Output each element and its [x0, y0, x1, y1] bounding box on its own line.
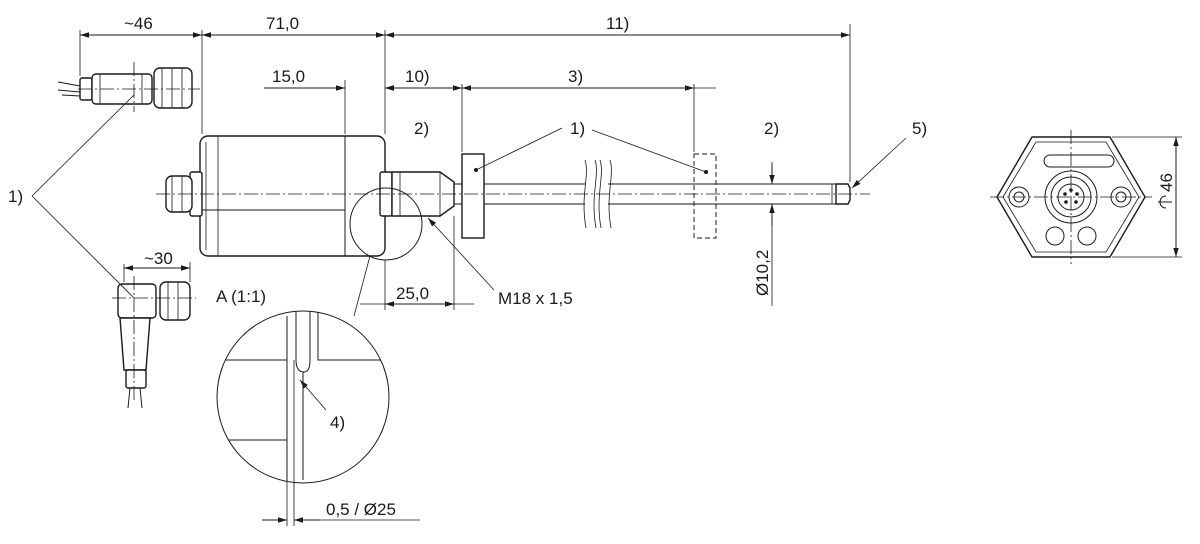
detail-a-view: 4): [216, 310, 390, 484]
dim-measuring-range: 3): [568, 67, 583, 86]
sensor-housing: [165, 135, 393, 257]
dim-across-flats: 46: [1157, 173, 1176, 192]
detail-a-marker: [349, 187, 423, 261]
callout-connectors: 1): [8, 187, 23, 206]
dim-detail-gap: 0,5 / Ø25: [326, 500, 396, 519]
position-magnet-end: [693, 153, 717, 239]
dim-thread-length: 25,0: [396, 284, 429, 303]
callout-rod-end: 5): [912, 119, 927, 138]
straight-connector: [57, 62, 200, 112]
callout-magnet: 1): [570, 119, 585, 138]
dim-rod-diameter: Ø10,2: [753, 250, 772, 296]
dim-angled-connector: ~30: [144, 249, 173, 268]
callout-zone-b: 2): [764, 119, 779, 138]
detail-a-title: A (1:1): [216, 287, 266, 306]
dim-flange: 15,0: [272, 67, 305, 86]
sensor-rod: [454, 159, 851, 229]
callout-groove: 4): [330, 413, 345, 432]
dim-overall: 11): [606, 14, 629, 33]
angled-connector: [112, 276, 196, 409]
label-thread: M18 x 1,5: [498, 289, 573, 308]
dim-cable-left: ~46: [124, 14, 153, 33]
dim-housing-length: 71,0: [266, 14, 299, 33]
end-view: [990, 130, 1152, 264]
dim-dead-zone: 10): [405, 67, 430, 86]
position-magnet: [461, 153, 485, 239]
callout-zone-a: 2): [414, 119, 429, 138]
